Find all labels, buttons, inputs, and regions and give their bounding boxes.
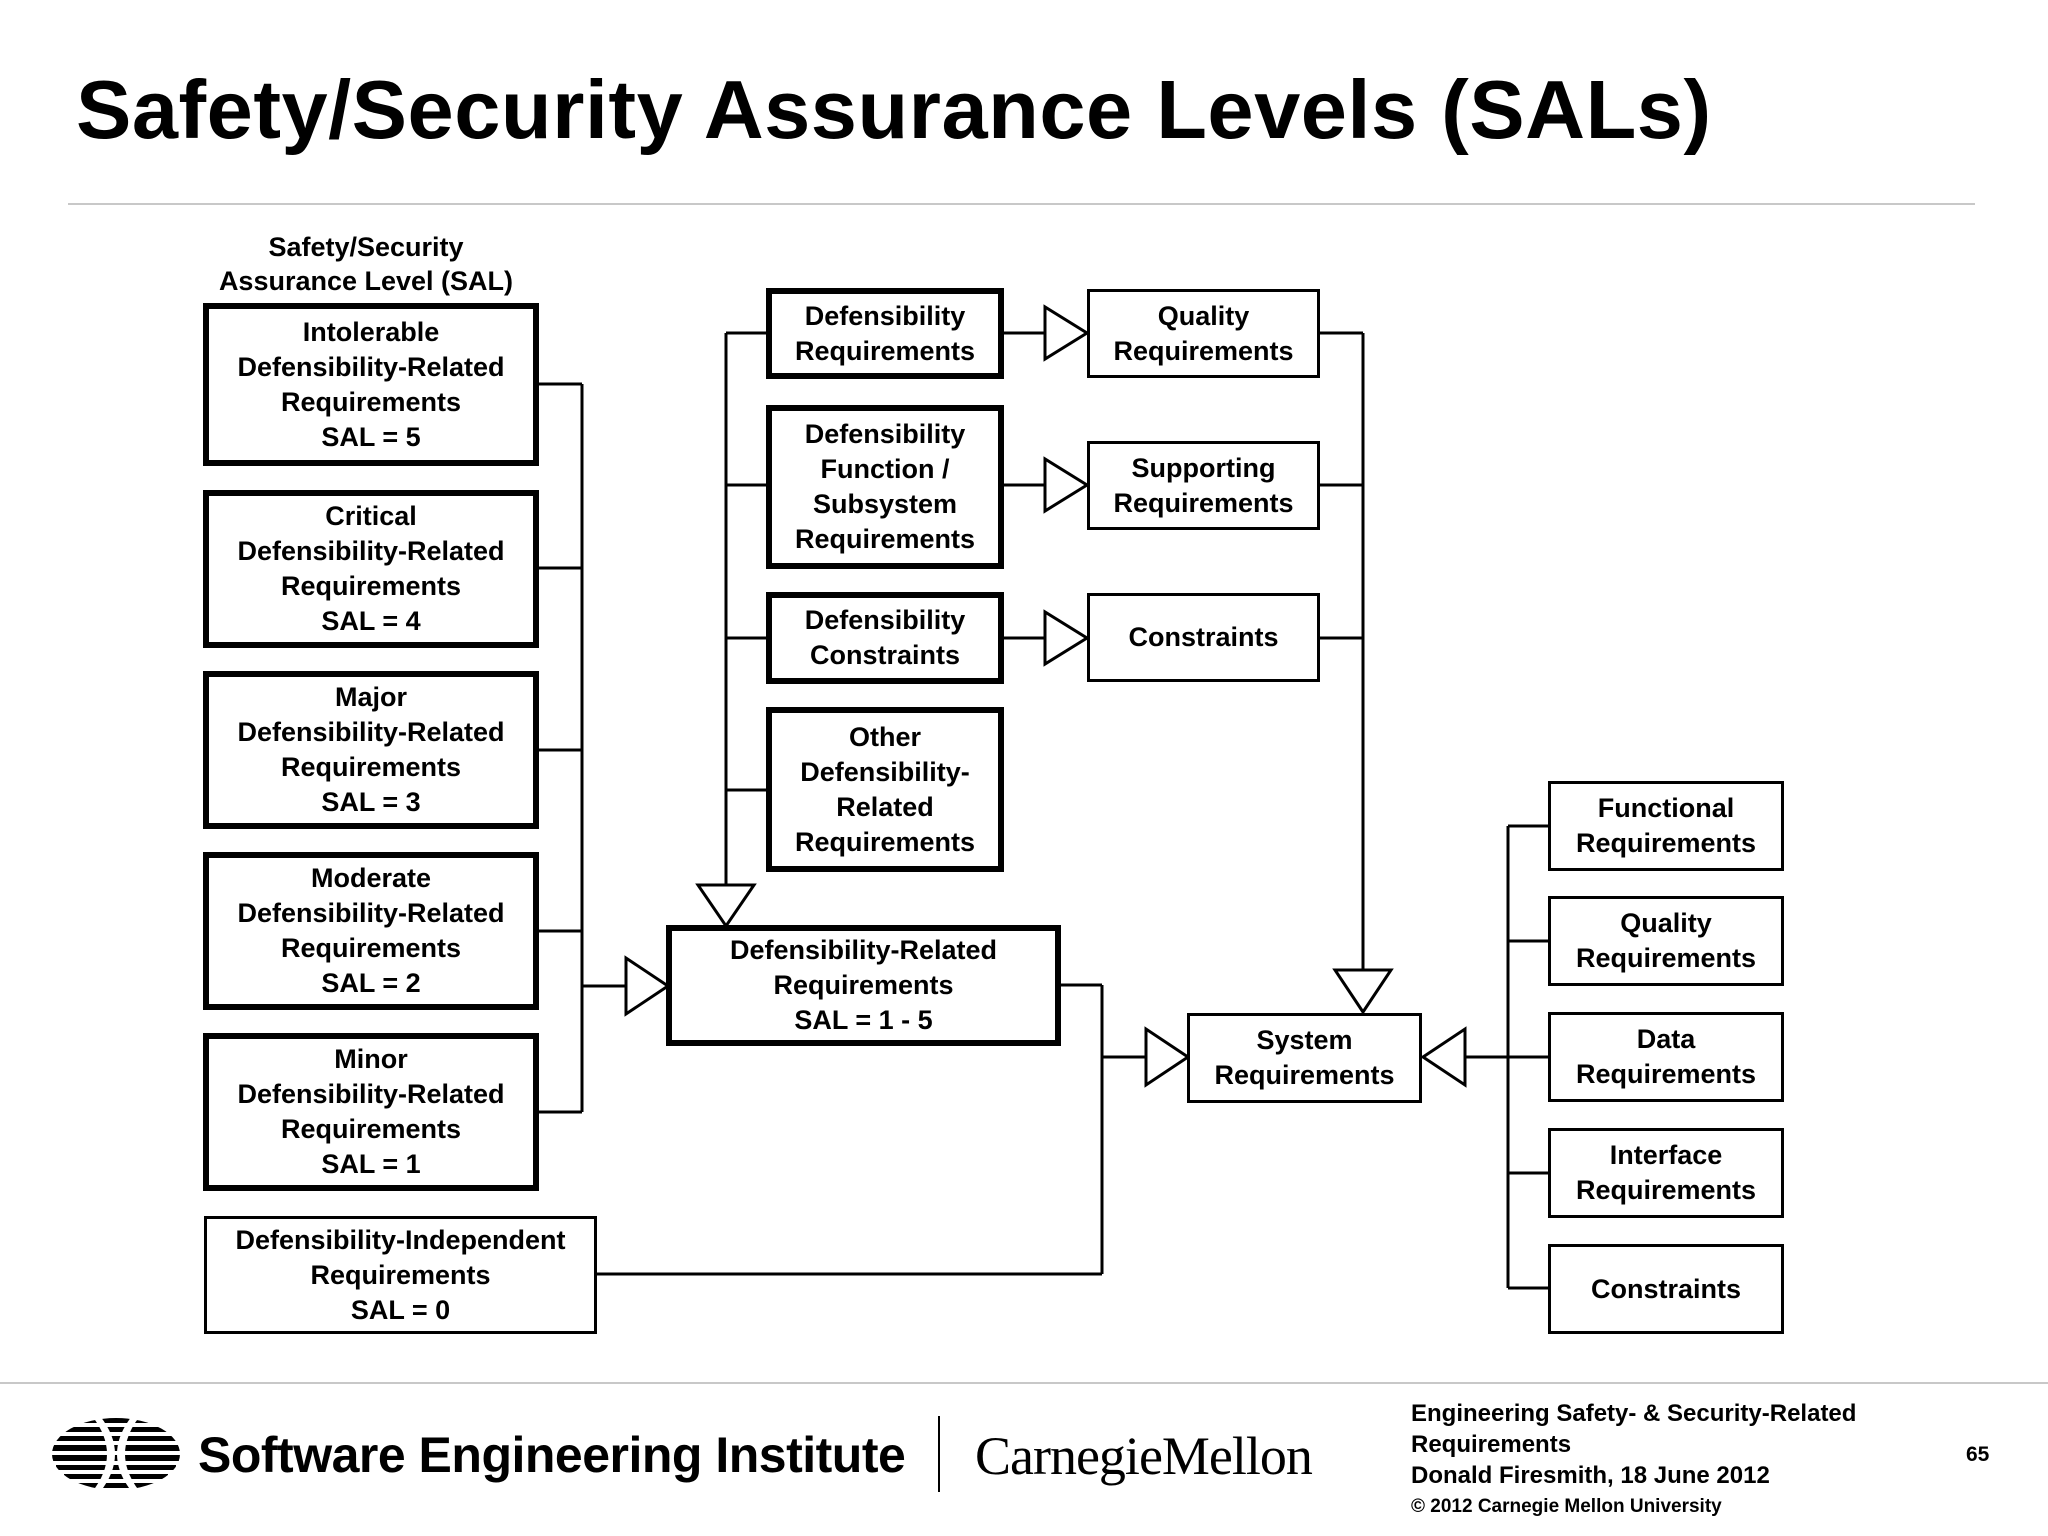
sal-0-box: Defensibility-Independent Requirements S… (204, 1216, 597, 1334)
box-line: Defensibility-Related (237, 536, 505, 566)
generalization-arrow-icon (1332, 968, 1394, 1015)
cmu-wordmark: CarnegieMellon (975, 1426, 1313, 1486)
box-line: Data (1636, 1024, 1696, 1054)
box-line: Defensibility-Related (237, 351, 505, 382)
sei-logo-icon (52, 1416, 180, 1492)
box-line: Requirements (794, 826, 976, 857)
box-line: Moderate (310, 863, 432, 893)
generalization-arrow-icon (695, 883, 757, 929)
defensibility-related-box: Defensibility-Related Requirements SAL =… (666, 925, 1061, 1046)
box-line: Related (836, 791, 934, 822)
box-line: Requirements (280, 1114, 462, 1144)
generalization-arrow-icon (1420, 1026, 1467, 1088)
box-line: Defensibility-Related (237, 1079, 505, 1109)
box-line: Quality (1157, 300, 1250, 331)
box-line: SAL = 3 (321, 787, 421, 817)
box-line: Requirements (280, 933, 462, 963)
reference-line: Requirements (1411, 1431, 1572, 1458)
box-line: SAL = 2 (321, 968, 421, 998)
generalization-arrow-icon (1043, 609, 1090, 667)
box-line: Requirements (1113, 335, 1294, 366)
box-line: Requirements (280, 386, 462, 417)
box-line: Requirements (1575, 1059, 1757, 1089)
box-line: Defensibility (804, 605, 966, 635)
box-line: Minor (334, 1044, 408, 1074)
box-line: Constraints (1128, 622, 1279, 652)
box-line: Defensibility (804, 300, 966, 331)
box-line: Requirements (794, 524, 976, 554)
box-line: SAL = 5 (321, 421, 421, 452)
interface-requirements-box: Interface Requirements (1548, 1128, 1784, 1218)
sal-5-box: Intolerable Defensibility-Related Requir… (203, 303, 539, 466)
box-line: Functional (1597, 793, 1735, 823)
box-line: Supporting (1131, 452, 1276, 483)
footer-divider (0, 1382, 2048, 1384)
page-number: 65 (1966, 1443, 1990, 1466)
slide-title: Safety/Security Assurance Levels (SALs) (76, 63, 1712, 156)
box-line: SAL = 4 (321, 606, 421, 636)
box-line: SAL = 1 - 5 (794, 1005, 933, 1035)
reference-line: Engineering Safety- & Security-Related (1411, 1400, 1857, 1427)
data-requirements-box: Data Requirements (1548, 1012, 1784, 1102)
quality-requirements-box: Quality Requirements (1087, 289, 1320, 378)
box-line: Defensibility-Related (237, 898, 505, 928)
sal-2-box: Moderate Defensibility-Related Requireme… (203, 852, 539, 1010)
box-line: Subsystem (812, 489, 958, 519)
box-line: Requirements (794, 335, 976, 366)
other-defensibility-box: Other Defensibility- Related Requirement… (766, 707, 1004, 872)
sal-heading-line: Safety/Security (268, 232, 464, 262)
box-line: Constraints (809, 640, 960, 670)
box-line: Other (848, 721, 921, 752)
box-line: Quality (1620, 908, 1712, 938)
sal-4-box: Critical Defensibility-Related Requireme… (203, 490, 539, 648)
generalization-arrow-icon (1144, 1026, 1191, 1088)
box-line: Function / (820, 454, 950, 484)
box-line: Interface (1609, 1140, 1723, 1170)
generalization-arrow-icon (624, 955, 671, 1017)
defensibility-requirements-box: Defensibility Requirements (766, 288, 1004, 379)
defensibility-function-box: Defensibility Function / Subsystem Requi… (766, 405, 1004, 569)
box-line: Requirements (773, 970, 954, 1000)
box-line: Constraints (1590, 1273, 1742, 1304)
box-line: Requirements (1575, 943, 1757, 973)
box-line: Defensibility-Related (237, 717, 505, 747)
defensibility-constraints-box: Defensibility Constraints (766, 592, 1004, 684)
reference-line: Donald Firesmith, 18 June 2012 (1411, 1462, 1770, 1489)
system-quality-requirements-box: Quality Requirements (1548, 896, 1784, 986)
box-line: Requirements (280, 752, 462, 782)
box-line: SAL = 1 (321, 1149, 421, 1179)
generalization-arrow-icon (1043, 304, 1090, 362)
box-line: Requirements (1214, 1060, 1395, 1090)
constraints-box: Constraints (1087, 593, 1320, 682)
box-line: Requirements (1575, 828, 1757, 858)
title-divider (68, 203, 1975, 205)
sei-name: Software Engineering Institute (198, 1427, 906, 1483)
generalization-arrow-icon (1043, 456, 1090, 514)
sal-3-box: Major Defensibility-Related Requirements… (203, 671, 539, 829)
sal-1-box: Minor Defensibility-Related Requirements… (203, 1033, 539, 1191)
sal-heading-line: Assurance Level (SAL) (218, 266, 514, 296)
supporting-requirements-box: Supporting Requirements (1087, 441, 1320, 530)
copyright: © 2012 Carnegie Mellon University (1411, 1496, 1722, 1517)
box-line: Critical (325, 501, 417, 531)
box-line: Requirements (1575, 1175, 1757, 1205)
box-line: Defensibility (804, 419, 966, 449)
box-line: Defensibility-Independent (235, 1224, 566, 1255)
sal-heading: Safety/Security Assurance Level (SAL) (196, 230, 536, 298)
footer-logo-divider (938, 1416, 940, 1492)
box-line: System (1256, 1025, 1353, 1055)
system-constraints-box: Constraints (1548, 1244, 1784, 1334)
box-line: Intolerable (302, 316, 440, 347)
box-line: Requirements (310, 1259, 491, 1290)
box-line: Defensibility- (800, 756, 970, 787)
box-line: Defensibility-Related (729, 935, 998, 965)
system-requirements-box: System Requirements (1187, 1013, 1422, 1103)
box-line: Requirements (280, 571, 462, 601)
box-line: Major (334, 682, 407, 712)
functional-requirements-box: Functional Requirements (1548, 781, 1784, 871)
box-line: Requirements (1113, 487, 1294, 518)
footer-reference: Engineering Safety- & Security-Related R… (1411, 1398, 1856, 1491)
box-line: SAL = 0 (350, 1294, 451, 1325)
